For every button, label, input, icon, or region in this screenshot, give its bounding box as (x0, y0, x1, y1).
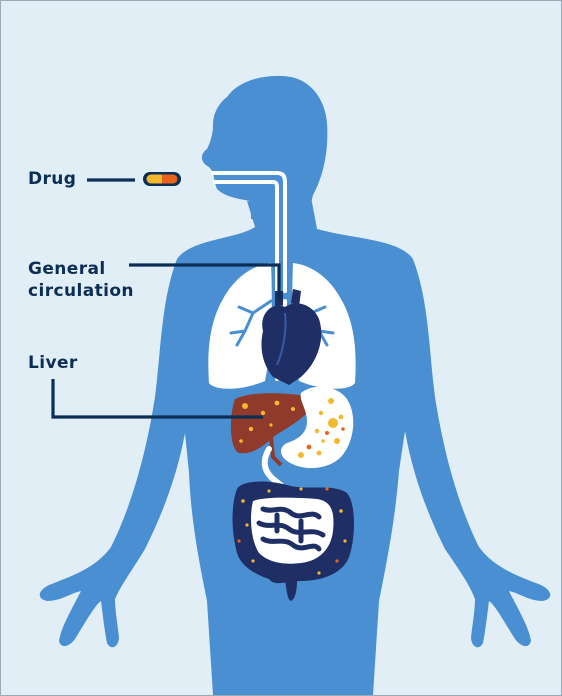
general-circulation-label: General circulation (28, 258, 134, 302)
drug-label: Drug (28, 168, 76, 190)
liver-label: Liver (28, 352, 78, 374)
general-circulation-line-2: circulation (28, 280, 134, 302)
capsule-icon (143, 172, 181, 186)
general-circulation-line-1: General (28, 258, 134, 280)
human-silhouette (40, 76, 551, 695)
